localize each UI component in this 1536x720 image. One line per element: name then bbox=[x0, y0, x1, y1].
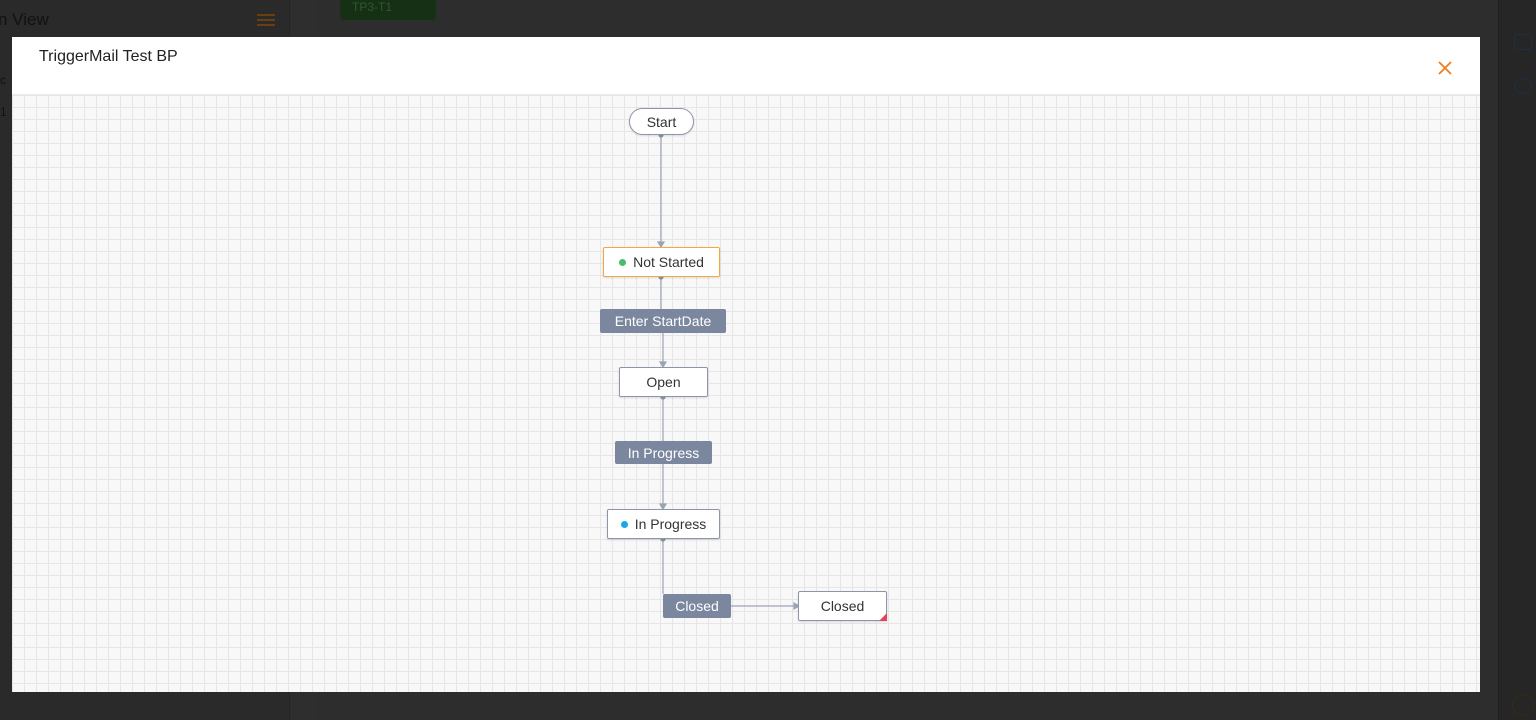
menu-icon bbox=[257, 14, 275, 28]
state-label: Start bbox=[646, 113, 677, 130]
state-open[interactable]: Open bbox=[619, 367, 708, 397]
state-closed[interactable]: Closed bbox=[798, 591, 887, 621]
background-tag: TP3-T1 bbox=[340, 0, 436, 20]
gear-icon bbox=[1514, 78, 1532, 94]
menu-circle-icon bbox=[1512, 694, 1534, 716]
transition-closed[interactable]: Closed bbox=[663, 594, 731, 618]
arrow-head bbox=[658, 361, 668, 369]
end-state-marker-icon bbox=[879, 613, 887, 621]
state-label: Closed bbox=[820, 598, 865, 614]
state-label: Open bbox=[646, 374, 681, 390]
background-right-toolbar bbox=[1498, 0, 1536, 720]
background-view-title: n View bbox=[0, 10, 49, 29]
modal-header: TriggerMail Test BP bbox=[12, 37, 1480, 95]
blueprint-modal: TriggerMail Test BP bbox=[12, 37, 1480, 692]
arrow-head bbox=[658, 503, 668, 511]
blueprint-canvas: Start Not Started Enter StartDate Open I… bbox=[12, 95, 1480, 692]
transition-enter-startdate[interactable]: Enter StartDate bbox=[600, 309, 726, 333]
transition-label: In Progress bbox=[627, 444, 700, 461]
status-dot-icon bbox=[620, 520, 628, 528]
transition-label: Closed bbox=[675, 598, 719, 614]
arrow-head bbox=[656, 241, 666, 249]
connector-lines bbox=[656, 132, 801, 611]
arrow-head bbox=[793, 601, 801, 611]
transition-in-progress[interactable]: In Progress bbox=[615, 441, 712, 464]
state-label: Not Started bbox=[633, 254, 704, 270]
state-label: In Progress bbox=[634, 516, 707, 532]
chat-icon bbox=[1514, 34, 1532, 50]
close-icon[interactable] bbox=[1434, 57, 1456, 79]
state-start[interactable]: Start bbox=[629, 108, 694, 135]
transition-label: Enter StartDate bbox=[614, 313, 712, 329]
state-in-progress[interactable]: In Progress bbox=[607, 509, 720, 539]
status-dot-icon bbox=[619, 258, 627, 266]
background-side-fragments: c 1 bbox=[0, 73, 7, 119]
modal-title: TriggerMail Test BP bbox=[39, 48, 178, 65]
state-not-started[interactable]: Not Started bbox=[603, 247, 720, 277]
